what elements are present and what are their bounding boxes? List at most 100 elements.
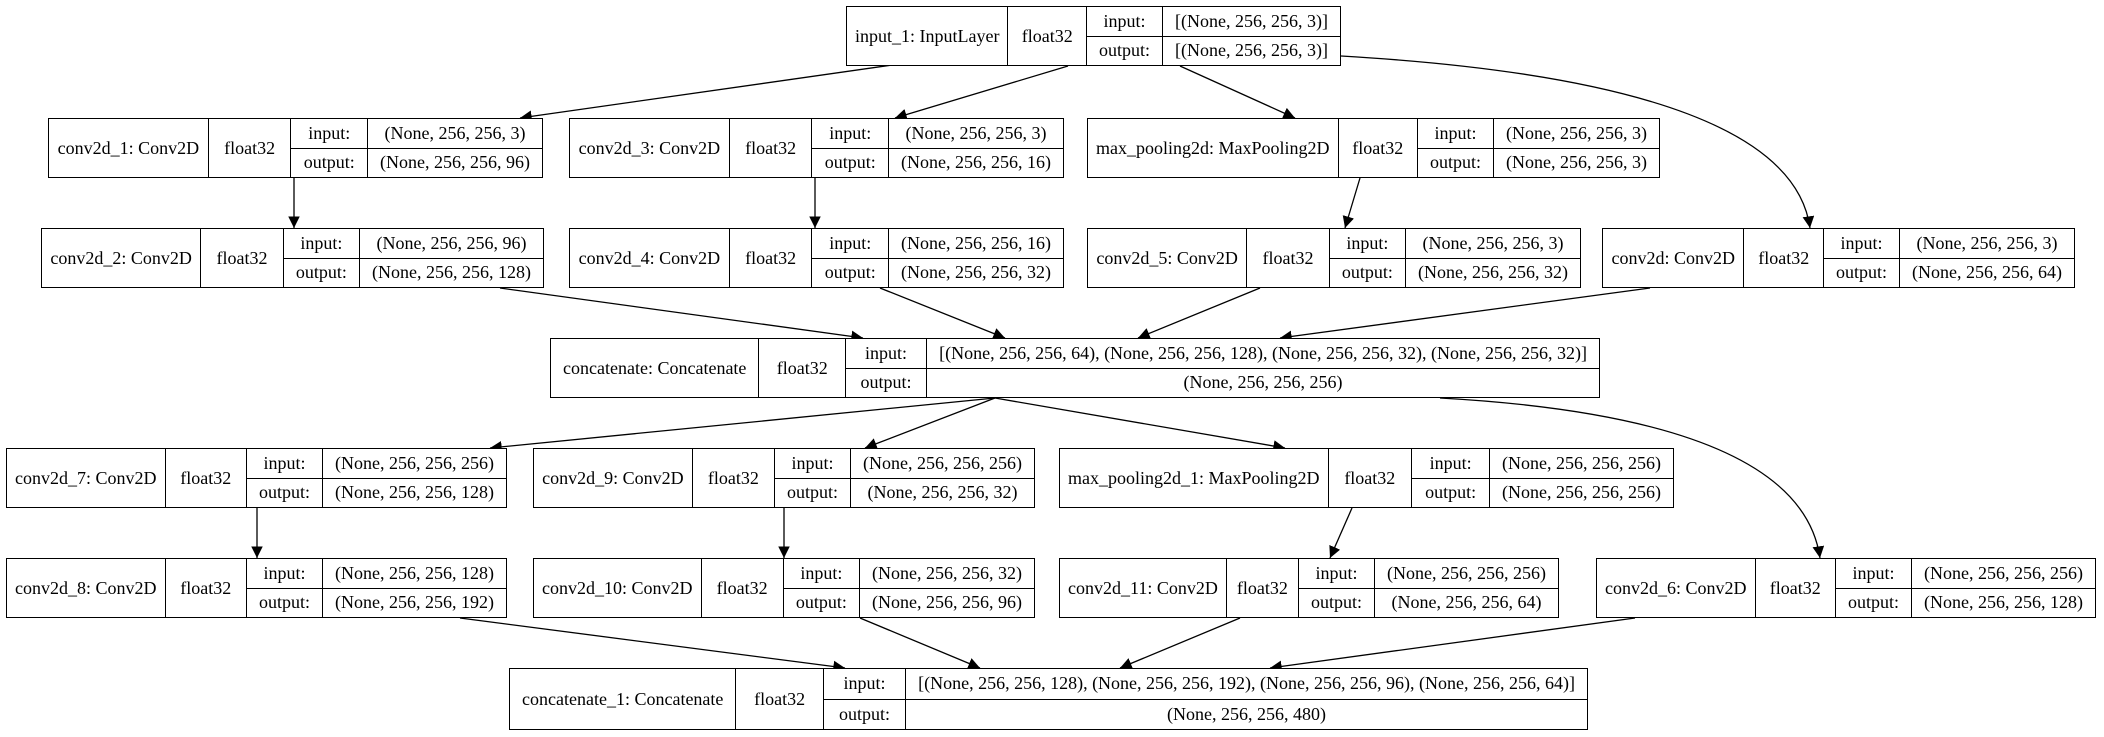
input-shape: (None, 256, 256, 32) bbox=[872, 562, 1022, 583]
input-shape: [(None, 256, 256, 64), (None, 256, 256, … bbox=[939, 342, 1587, 363]
output-label: output: bbox=[845, 367, 927, 398]
output-shape: (None, 256, 256, 128) bbox=[360, 257, 543, 288]
input-label: input: bbox=[263, 452, 306, 473]
output-label: output: bbox=[1299, 587, 1375, 618]
layer-name: conv2d_11: Conv2D bbox=[1060, 559, 1227, 617]
layer-name: concatenate: Concatenate bbox=[551, 339, 760, 397]
output-shape: (None, 256, 256, 32) bbox=[889, 257, 1063, 288]
output-label: output: bbox=[247, 477, 323, 508]
edge-conv2d-11-to-concatenate-1 bbox=[1119, 617, 1241, 669]
input-shape: (None, 256, 256, 256) bbox=[1924, 562, 2083, 583]
output-label: output: bbox=[1412, 477, 1490, 508]
output-shape: (None, 256, 256, 128) bbox=[1912, 587, 2095, 618]
layer-name: conv2d_8: Conv2D bbox=[7, 559, 166, 617]
output-label: output: bbox=[812, 147, 889, 178]
edge-conv2d-to-concatenate bbox=[1279, 287, 1651, 343]
output-shape: (None, 256, 256, 256) bbox=[927, 367, 1599, 398]
input-shape: (None, 256, 256, 16) bbox=[901, 232, 1051, 253]
layer-name: conv2d_4: Conv2D bbox=[570, 229, 730, 287]
layer-dtype: float32 bbox=[1247, 229, 1330, 287]
output-shape: (None, 256, 256, 192) bbox=[323, 587, 506, 618]
output-label: output: bbox=[783, 587, 860, 618]
layer-dtype: float32 bbox=[201, 229, 284, 287]
input-shape: [(None, 256, 256, 3)] bbox=[1175, 10, 1328, 31]
input-shape: (None, 256, 256, 3) bbox=[905, 122, 1047, 143]
edge-input-1-to-conv2d bbox=[1340, 55, 1815, 229]
layer-dtype: float32 bbox=[1008, 7, 1088, 65]
input-label: input: bbox=[843, 673, 886, 694]
layer-name: conv2d_9: Conv2D bbox=[534, 449, 693, 507]
output-shape: (None, 256, 256, 96) bbox=[368, 147, 542, 178]
output-shape: (None, 256, 256, 128) bbox=[323, 477, 506, 508]
layer-dtype: float32 bbox=[1329, 449, 1413, 507]
edge-max-pooling2d-1-to-conv2d-11 bbox=[1329, 507, 1353, 559]
output-shape: (None, 256, 256, 256) bbox=[1490, 477, 1673, 508]
output-label: output: bbox=[1824, 257, 1900, 288]
input-shape: (None, 256, 256, 96) bbox=[376, 232, 527, 253]
output-label: output: bbox=[283, 257, 360, 288]
edge-conv2d-4-to-concatenate bbox=[879, 287, 1006, 340]
input-shape: (None, 256, 256, 3) bbox=[1506, 122, 1647, 143]
layer-name: conv2d: Conv2D bbox=[1603, 229, 1745, 287]
input-label: input: bbox=[1852, 562, 1895, 583]
layer-dtype: float32 bbox=[730, 119, 813, 177]
input-shape: (None, 256, 256, 256) bbox=[1387, 562, 1546, 583]
layer-name: max_pooling2d_1: MaxPooling2D bbox=[1060, 449, 1329, 507]
output-shape: (None, 256, 256, 16) bbox=[889, 147, 1063, 178]
layer-name: conv2d_7: Conv2D bbox=[7, 449, 166, 507]
output-shape: (None, 256, 256, 480) bbox=[906, 698, 1587, 730]
layer-dtype: float32 bbox=[693, 449, 775, 507]
input-label: input: bbox=[800, 562, 843, 583]
layer-name: concatenate_1: Concatenate bbox=[510, 669, 737, 729]
layer-dtype: float32 bbox=[759, 339, 846, 397]
layer-dtype: float32 bbox=[736, 669, 824, 729]
output-shape: (None, 256, 256, 64) bbox=[1900, 257, 2074, 288]
layer-name: conv2d_1: Conv2D bbox=[49, 119, 209, 177]
layer-dtype: float32 bbox=[1756, 559, 1836, 617]
output-label: output: bbox=[812, 257, 889, 288]
layer-name: conv2d_3: Conv2D bbox=[570, 119, 730, 177]
output-shape: (None, 256, 256, 32) bbox=[1406, 257, 1580, 288]
input-shape: (None, 256, 256, 256) bbox=[1502, 452, 1661, 473]
output-shape: (None, 256, 256, 96) bbox=[860, 587, 1034, 618]
layer-dtype: float32 bbox=[166, 449, 247, 507]
output-label: output: bbox=[291, 147, 368, 178]
layer-dtype: float32 bbox=[1339, 119, 1418, 177]
output-label: output: bbox=[1087, 35, 1163, 66]
input-shape: (None, 256, 256, 3) bbox=[1916, 232, 2058, 253]
output-shape: [(None, 256, 256, 3)] bbox=[1163, 35, 1340, 66]
output-label: output: bbox=[1836, 587, 1912, 618]
input-shape: [(None, 256, 256, 128), (None, 256, 256,… bbox=[918, 673, 1575, 694]
input-shape: (None, 256, 256, 3) bbox=[384, 122, 526, 143]
input-shape: (None, 256, 256, 3) bbox=[1422, 232, 1564, 253]
input-label: input: bbox=[829, 122, 872, 143]
input-label: input: bbox=[1315, 562, 1358, 583]
layer-dtype: float32 bbox=[730, 229, 813, 287]
edge-conv2d-10-to-concatenate-1 bbox=[859, 617, 981, 669]
input-label: input: bbox=[308, 122, 351, 143]
edge-concatenate-to-max-pooling2d-1 bbox=[994, 397, 1286, 452]
output-label: output: bbox=[1418, 147, 1494, 178]
layer-dtype: float32 bbox=[1744, 229, 1824, 287]
layer-dtype: float32 bbox=[209, 119, 292, 177]
output-label: output: bbox=[1329, 257, 1406, 288]
input-shape: (None, 256, 256, 256) bbox=[335, 452, 494, 473]
layer-name: conv2d_6: Conv2D bbox=[1597, 559, 1756, 617]
input-label: input: bbox=[1346, 232, 1389, 253]
layer-name: max_pooling2d: MaxPooling2D bbox=[1088, 119, 1339, 177]
input-label: input: bbox=[1434, 122, 1477, 143]
input-label: input: bbox=[791, 452, 834, 473]
